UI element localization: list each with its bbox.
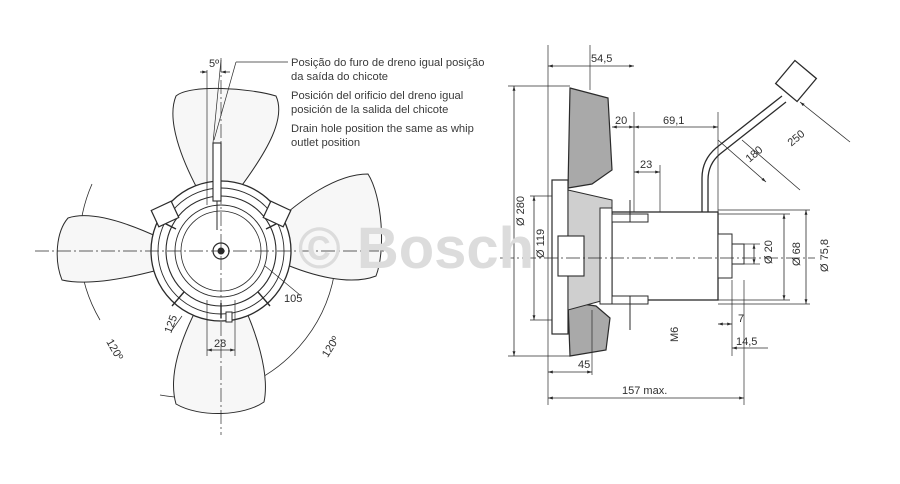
drain-whip — [212, 142, 222, 202]
blade-profile-top — [567, 87, 613, 189]
side-view — [500, 45, 851, 405]
dia-20-label: Ø 20 — [763, 240, 775, 264]
note-english: Drain hole position the same as whip out… — [291, 122, 474, 150]
fan-blade-right — [271, 173, 383, 281]
dim-69-1-label: 69,1 — [663, 115, 684, 127]
dim-45-label: 45 — [578, 359, 590, 371]
fan-blade-bottom — [173, 297, 266, 414]
watermark-bosch: © Bosch — [298, 216, 534, 281]
fan-blade-left — [56, 215, 161, 283]
note-pt-line2: da saída do chicote — [291, 71, 389, 83]
note-es-line2: posición de la salida del chicote — [291, 104, 449, 116]
connector — [774, 59, 818, 103]
dim-20-label: 20 — [615, 115, 627, 127]
angle-5-label: 5º — [209, 58, 219, 70]
note-en-line2: outlet position — [291, 137, 361, 149]
wire-harness — [701, 95, 783, 212]
front-view — [35, 58, 392, 435]
angle-120-left-label: 120º — [103, 337, 125, 362]
note-pt-line1: Posição do furo de dreno igual posição — [291, 57, 485, 69]
note-en-line1: Drain hole position the same as whip — [291, 123, 474, 135]
shaft — [731, 243, 745, 265]
note-es-line1: Posición del orificio del dreno igual — [291, 90, 464, 102]
dia-119-label: Ø 119 — [535, 229, 547, 258]
dia-68-label: Ø 68 — [791, 242, 803, 266]
dim-125-label: 125 — [163, 314, 181, 335]
blade-profile-bottom — [567, 301, 611, 357]
dia-280-label: Ø 280 — [515, 196, 527, 226]
note-portuguese: Posição do furo de dreno igual posição d… — [291, 56, 484, 84]
dim-14-5-label: 14,5 — [736, 336, 757, 348]
note-spanish: Posición del orificio del dreno igual po… — [291, 89, 463, 117]
thread-m6-label: M6 — [669, 327, 681, 342]
fan-blade-top — [172, 87, 280, 191]
dim-180-label: 180 — [744, 144, 766, 165]
dim-54-5-label: 54,5 — [591, 53, 612, 65]
dim-28-label: 28 — [214, 338, 226, 350]
dim-7-label: 7 — [738, 313, 744, 325]
motor-body — [611, 211, 719, 301]
dim-105-label: 105 — [284, 293, 302, 305]
angle-120-right-label: 120º — [320, 334, 342, 359]
dia-75-8-label: Ø 75,8 — [819, 239, 831, 272]
dim-250-label: 250 — [786, 128, 808, 149]
dim-23-label: 23 — [640, 159, 652, 171]
dim-157-label: 157 max. — [622, 385, 667, 397]
